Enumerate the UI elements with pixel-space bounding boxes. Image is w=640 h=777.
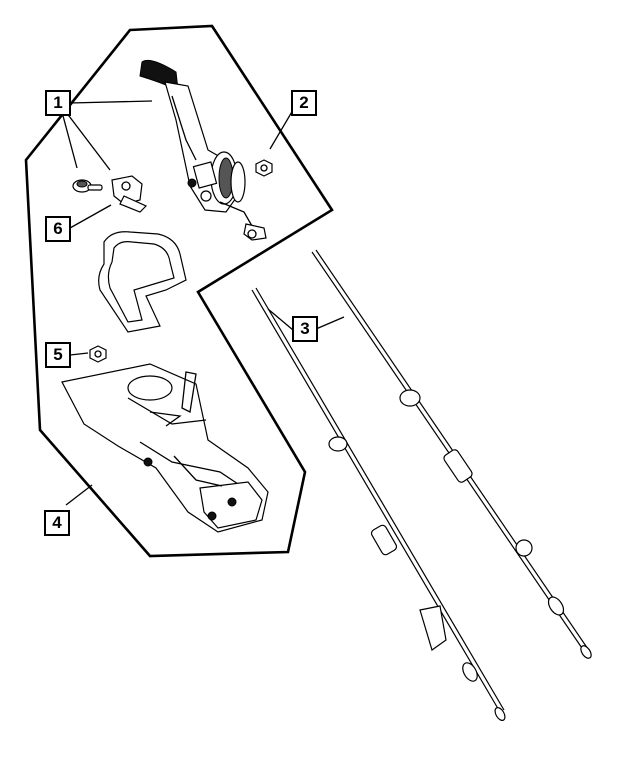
pedal-lever-assembly <box>139 59 267 241</box>
upper-assembly-outline <box>24 24 334 558</box>
leader-lines <box>61 100 345 506</box>
clip-bracket <box>111 175 148 213</box>
nut-part-2 <box>255 159 273 177</box>
mounting-bracket-base <box>61 363 269 533</box>
cable-left <box>251 287 506 721</box>
callout-5: 5 <box>45 342 71 368</box>
bolt-part-6 <box>72 179 103 193</box>
callout-2: 2 <box>291 90 317 116</box>
callout-3: 3 <box>292 316 318 342</box>
callout-4: 4 <box>44 510 70 536</box>
gasket-frame <box>98 231 187 333</box>
nut-part-5 <box>89 345 107 363</box>
callout-1: 1 <box>45 90 71 116</box>
callout-6: 6 <box>45 216 71 242</box>
cable-right <box>311 249 592 659</box>
